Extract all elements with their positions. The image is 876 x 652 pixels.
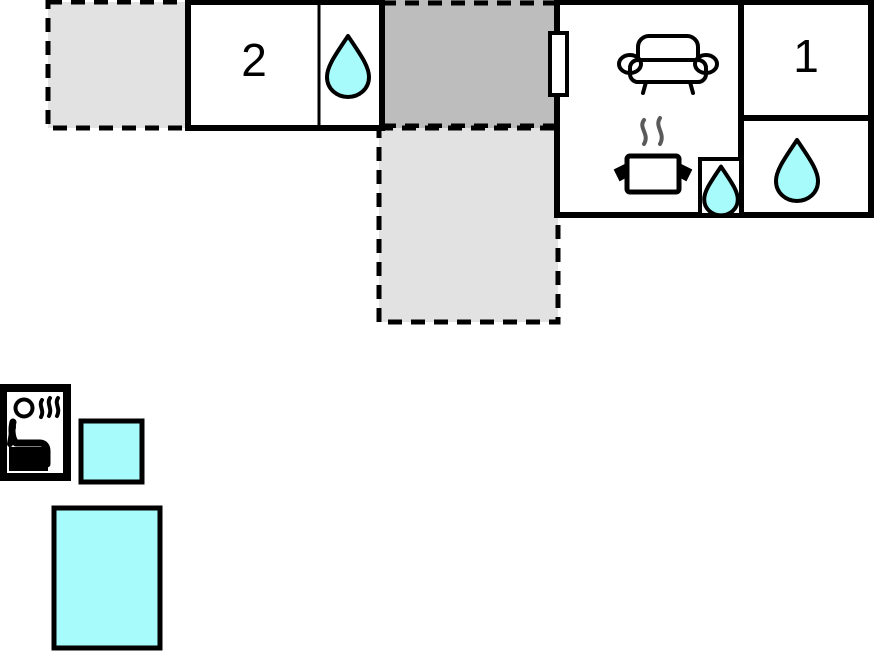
window-element[interactable] [548, 31, 569, 97]
cooking-pot-icon [613, 116, 693, 195]
sauna-bench [9, 447, 48, 471]
water-drop-icon [774, 138, 820, 203]
window-group [548, 31, 569, 97]
bedroom-2-number: 2 [241, 34, 267, 86]
balcony-solid-gray [382, 0, 557, 128]
sauna-person-head [13, 397, 35, 419]
terrace-areas-group [45, 0, 561, 325]
water-drop-icon [325, 34, 371, 99]
water-drop-icon [702, 164, 740, 218]
bedroom-1-number: 1 [793, 30, 819, 82]
pool-small[interactable] [78, 418, 145, 485]
pool-large[interactable] [51, 505, 163, 651]
sofa-icon [617, 34, 719, 95]
sauna-steam-3 [54, 396, 61, 418]
sauna-icon [0, 384, 71, 481]
sauna-person-arm [7, 424, 16, 447]
terrace-dashed-top-left [45, 0, 193, 131]
sauna-steam-1 [38, 398, 45, 419]
sauna-steam-2 [46, 396, 53, 418]
terrace-dashed-lower-middle [376, 125, 561, 325]
